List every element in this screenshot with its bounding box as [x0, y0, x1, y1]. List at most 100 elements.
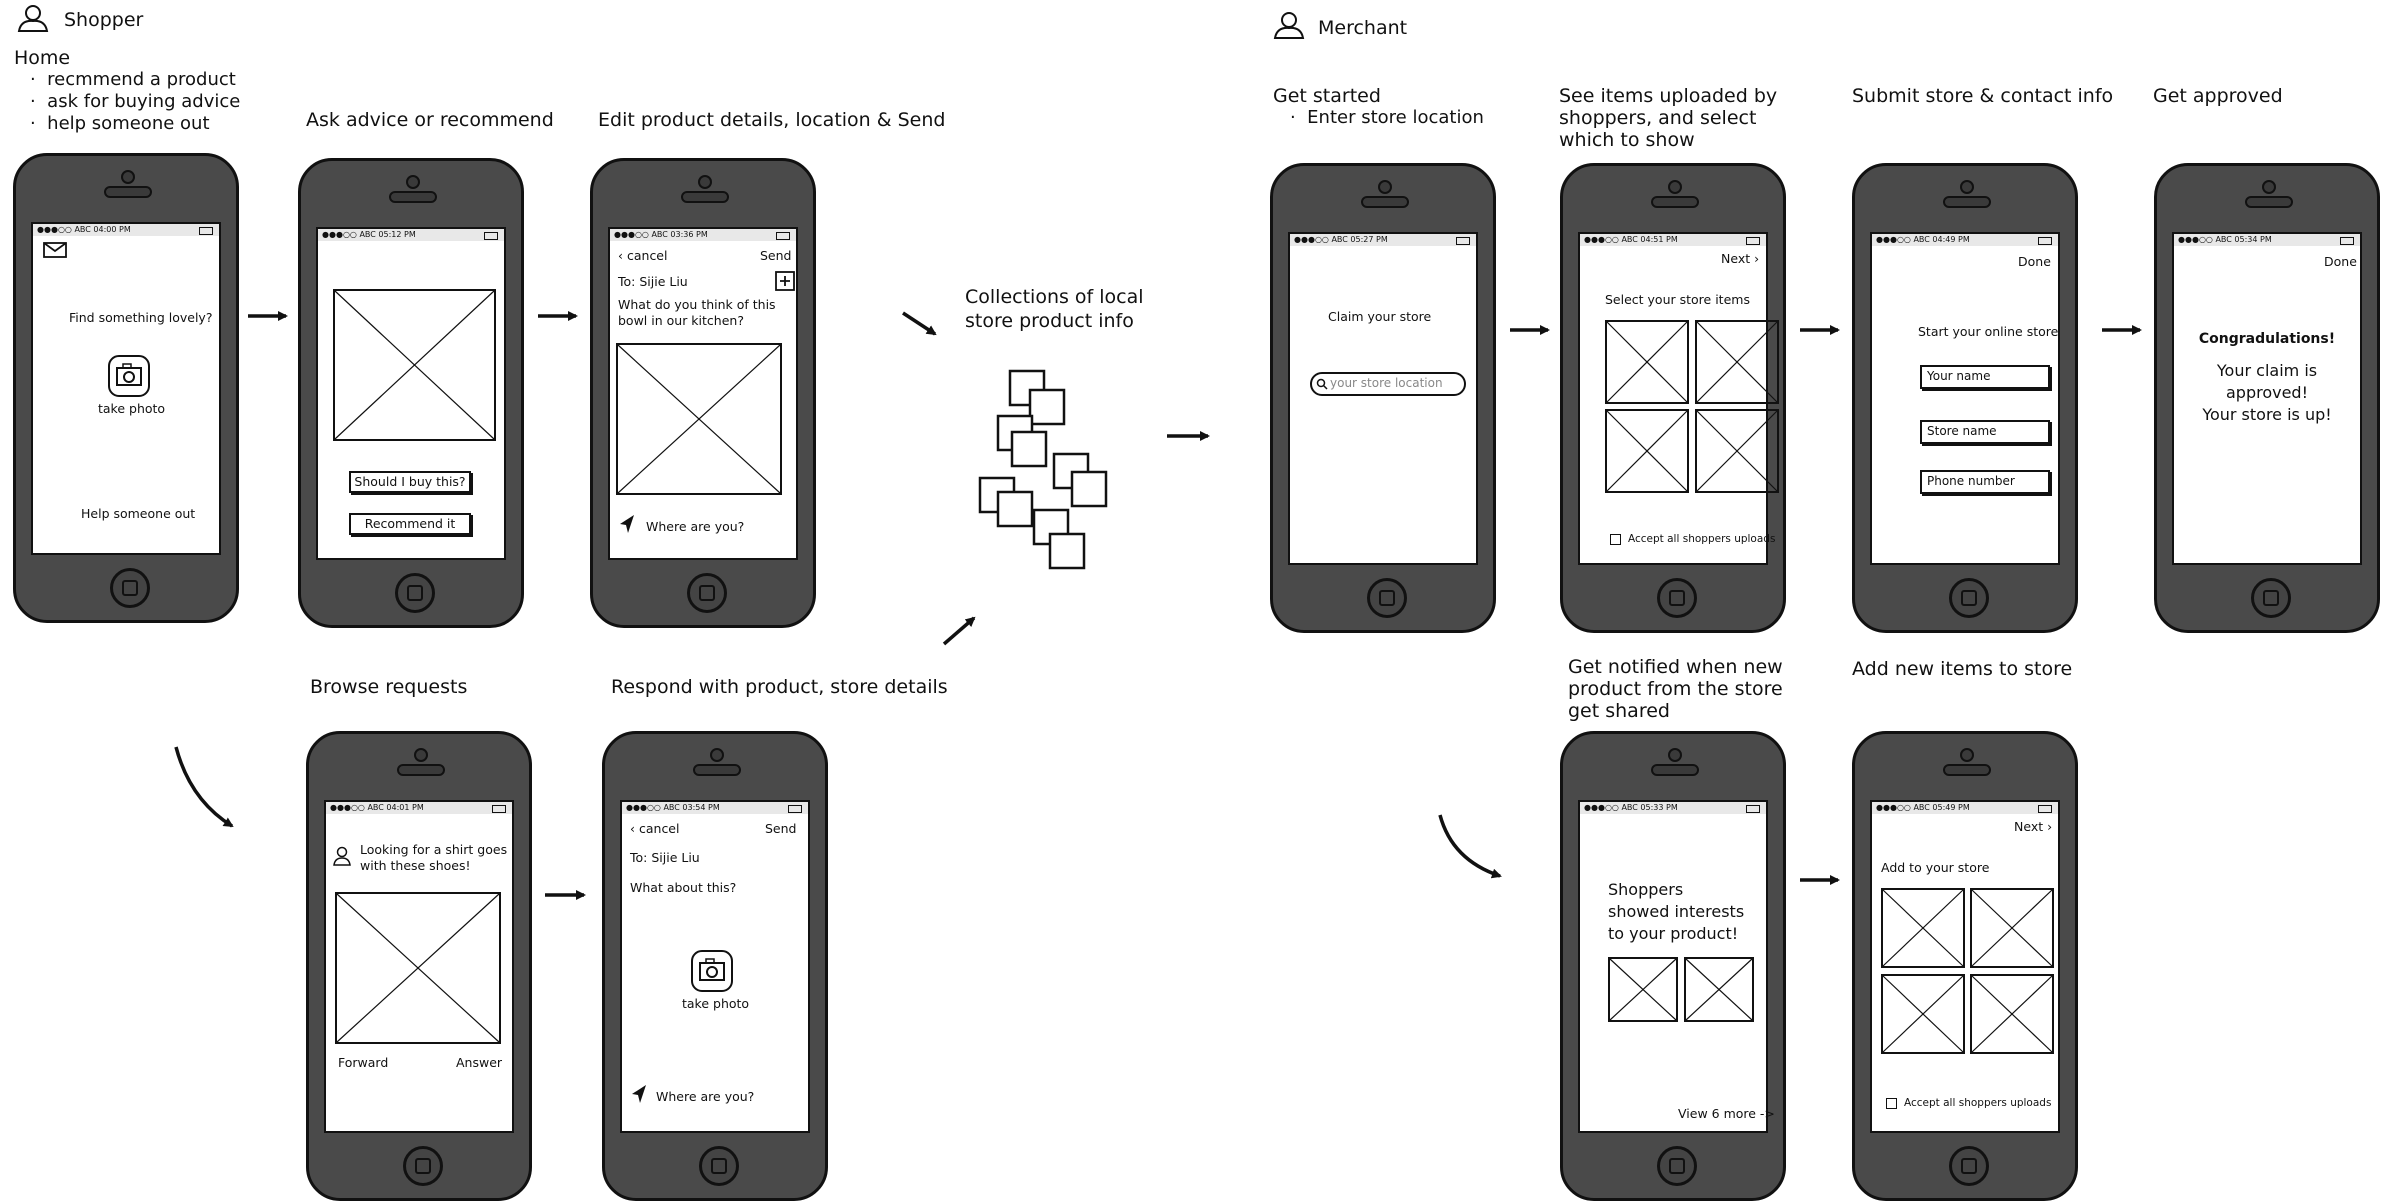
phone-select: ●●●○○ ABC 04:51 PM Next › Select your st…: [1560, 163, 1786, 633]
find-prompt: Find something lovely?: [69, 310, 213, 325]
cancel-button[interactable]: ‹ cancel: [618, 248, 668, 263]
item-thumbnail[interactable]: [1970, 974, 2054, 1054]
add-items-title: Add to your store: [1881, 860, 1990, 875]
take-photo-label[interactable]: take photo: [98, 401, 166, 416]
status-bar: ●●●○○ ABC 05:49 PM: [1872, 802, 2058, 814]
collections-label: Collections of local store product info: [965, 286, 1144, 332]
camera-icon[interactable]: [107, 354, 151, 398]
send-button[interactable]: Send: [765, 821, 797, 836]
send-button[interactable]: Send: [760, 248, 792, 263]
request-text: Looking for a shirt goes with these shoe…: [360, 842, 508, 873]
question-text[interactable]: What do you think of this bowl in our ki…: [618, 297, 776, 328]
camera-icon[interactable]: [690, 949, 734, 993]
accept-all-checkbox[interactable]: [1610, 534, 1621, 545]
question-text[interactable]: What about this?: [630, 880, 737, 895]
location-arrow-icon[interactable]: [618, 514, 636, 534]
phone-browse: ●●●○○ ABC 04:01 PM Looking for a shirt g…: [306, 731, 532, 1201]
where-are-you[interactable]: Where are you?: [656, 1089, 755, 1104]
step-submit-label: Submit store & contact info: [1852, 85, 2114, 107]
phone-add: ●●●○○ ABC 05:49 PM Next › Add to your st…: [1852, 731, 2078, 1201]
image-placeholder: [335, 892, 501, 1044]
help-someone-link[interactable]: Help someone out: [81, 506, 196, 521]
phone-submit: ●●●○○ ABC 04:49 PM Done Start your onlin…: [1852, 163, 2078, 633]
forward-button[interactable]: Forward: [338, 1055, 389, 1070]
approved-message-1: Your claim is: [2216, 361, 2318, 380]
next-button[interactable]: Next ›: [2014, 819, 2053, 834]
status-bar: ●●●○○ ABC 04:01 PM: [326, 802, 512, 814]
notify-line-2: showed interests: [1608, 902, 1745, 921]
recommend-button[interactable]: Recommend it: [349, 513, 471, 535]
home-label: Home: [14, 47, 71, 69]
item-thumbnail[interactable]: [1695, 409, 1779, 493]
step-approved-label: Get approved: [2153, 85, 2283, 107]
item-thumbnail[interactable]: [1970, 888, 2054, 968]
screen-edit: ●●●○○ ABC 03:36 PM ‹ cancel Send To: Sij…: [608, 227, 798, 560]
should-i-buy-button[interactable]: Should I buy this?: [349, 471, 471, 493]
notify-line-3: to your product!: [1608, 924, 1739, 943]
home-bullet: · ask for buying advice: [30, 91, 241, 112]
select-items-title: Select your store items: [1605, 292, 1750, 307]
step-notified-label: Get notified when new product from the s…: [1568, 656, 1783, 722]
store-location-input[interactable]: your store location: [1310, 372, 1466, 396]
approved-message-2: approved!: [2225, 383, 2308, 402]
step-respond-label: Respond with product, store details: [611, 676, 948, 698]
recipient: To: Sijie Liu: [618, 274, 688, 289]
location-arrow-icon[interactable]: [630, 1084, 648, 1104]
congrats-title: Congradulations!: [2198, 331, 2336, 347]
screen-ask: ●●●○○ ABC 05:12 PM Should I buy this? Re…: [316, 227, 506, 560]
next-button[interactable]: Next ›: [1721, 251, 1760, 266]
your-name-field[interactable]: Your name: [1920, 365, 2050, 389]
accept-all-checkbox[interactable]: [1886, 1098, 1897, 1109]
phone-respond: ●●●○○ ABC 03:54 PM ‹ cancel Send To: Sij…: [602, 731, 828, 1201]
item-thumbnail[interactable]: [1608, 957, 1678, 1022]
status-bar: ●●●○○ ABC 04:49 PM: [1872, 234, 2058, 246]
store-name-field[interactable]: Store name: [1920, 420, 2050, 444]
approved-message-3: Your store is up!: [2202, 405, 2332, 424]
add-recipient-icon[interactable]: [775, 271, 795, 291]
status-bar: ●●●○○ ABC 05:27 PM: [1290, 234, 1476, 246]
take-photo-label[interactable]: take photo: [682, 996, 750, 1011]
phone-notified: ●●●○○ ABC 05:33 PM Shoppers showed inter…: [1560, 731, 1786, 1201]
user-icon: [333, 846, 351, 866]
accept-all-label: Accept all shoppers uploads: [1628, 533, 1776, 545]
status-bar: ●●●○○ ABC 04:51 PM: [1580, 234, 1766, 246]
status-bar: ●●●○○ ABC 03:36 PM: [610, 229, 796, 241]
answer-button[interactable]: Answer: [456, 1055, 503, 1070]
item-thumbnail[interactable]: [1605, 320, 1689, 404]
search-icon: [1316, 378, 1328, 390]
item-thumbnail[interactable]: [1684, 957, 1754, 1022]
item-thumbnail[interactable]: [1881, 888, 1965, 968]
step-browse-label: Browse requests: [310, 676, 468, 698]
phone-home: ●●●○○ ABC 04:00 PM Find something lovely…: [13, 153, 239, 623]
item-thumbnail[interactable]: [1881, 974, 1965, 1054]
image-placeholder: [616, 343, 782, 495]
screen-browse: ●●●○○ ABC 04:01 PM Looking for a shirt g…: [324, 800, 514, 1133]
home-bullet: · help someone out: [30, 113, 210, 134]
screen-claim: ●●●○○ ABC 05:27 PM Claim your store your…: [1288, 232, 1478, 565]
phone-number-field[interactable]: Phone number: [1920, 470, 2050, 494]
item-thumbnail[interactable]: [1695, 320, 1779, 404]
status-bar: ●●●○○ ABC 05:12 PM: [318, 229, 504, 241]
screen-select: ●●●○○ ABC 04:51 PM Next › Select your st…: [1578, 232, 1779, 565]
phone-edit: ●●●○○ ABC 03:36 PM ‹ cancel Send To: Sij…: [590, 158, 816, 628]
phone-claim: ●●●○○ ABC 05:27 PM Claim your store your…: [1270, 163, 1496, 633]
shopper-user-icon: [17, 5, 49, 32]
screen-approved: ●●●○○ ABC 05:34 PM Done Congradulations!…: [2172, 232, 2362, 565]
where-are-you[interactable]: Where are you?: [646, 519, 745, 534]
mail-icon[interactable]: [43, 242, 67, 258]
get-started-label: Get started: [1273, 85, 1381, 107]
product-collection-icon: [978, 369, 1108, 570]
done-button[interactable]: Done: [2324, 254, 2357, 269]
view-more-link[interactable]: View 6 more ->: [1678, 1106, 1775, 1121]
item-thumbnail[interactable]: [1605, 409, 1689, 493]
recipient: To: Sijie Liu: [630, 850, 700, 865]
cancel-button[interactable]: ‹ cancel: [630, 821, 680, 836]
merchant-user-icon: [1273, 12, 1305, 39]
get-started-bullet: · Enter store location: [1290, 107, 1484, 128]
accept-all-label: Accept all shoppers uploads: [1904, 1097, 2052, 1109]
merchant-title: Merchant: [1318, 17, 1408, 39]
screen-submit: ●●●○○ ABC 04:49 PM Done Start your onlin…: [1870, 232, 2060, 565]
phone-ask: ●●●○○ ABC 05:12 PM Should I buy this? Re…: [298, 158, 524, 628]
done-button[interactable]: Done: [2018, 254, 2051, 269]
